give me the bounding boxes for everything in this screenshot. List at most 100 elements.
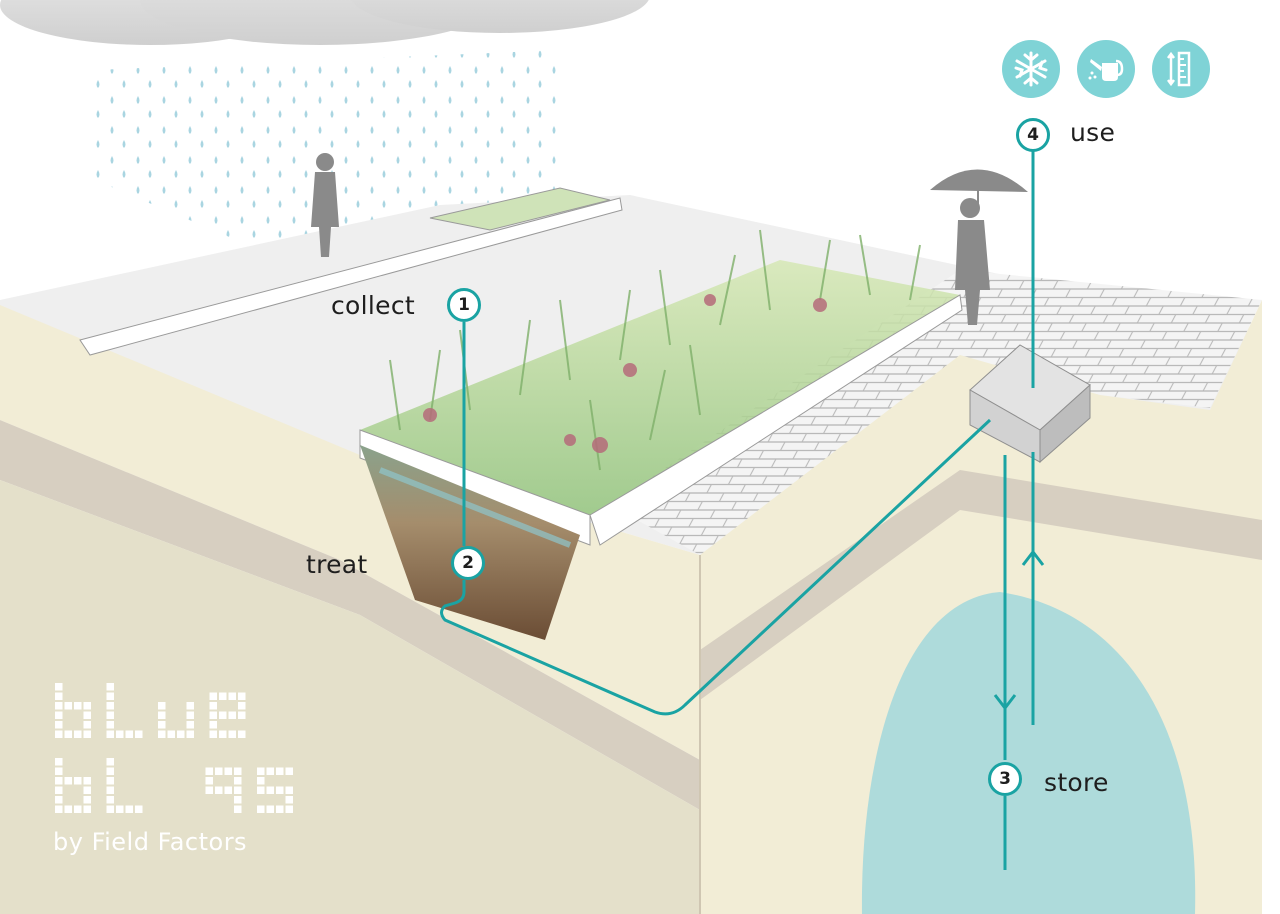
ruler-icon: [1152, 40, 1210, 98]
soil-right-band: [700, 470, 1262, 700]
logo-block: [55, 786, 63, 794]
logo-block: [55, 758, 63, 766]
logo-block: [74, 777, 82, 785]
logo-block: [158, 702, 166, 710]
logo-block: [209, 692, 217, 700]
logo-block: [106, 786, 114, 794]
logo-block: [116, 805, 124, 813]
logo-block: [285, 767, 293, 775]
logo-block: [186, 711, 194, 719]
logo-block: [177, 730, 185, 738]
logo-block: [83, 805, 91, 813]
logo-block: [55, 721, 63, 729]
label-collect: collect: [331, 291, 415, 320]
far-planter: [429, 187, 611, 231]
logo-block: [205, 777, 213, 785]
logo-block: [55, 692, 63, 700]
logo-block: [266, 786, 274, 794]
logo-block: [238, 730, 246, 738]
label-treat: treat: [306, 550, 368, 579]
logo-block: [276, 805, 284, 813]
logo-block: [106, 721, 114, 729]
logo-block: [135, 730, 143, 738]
logo-block: [219, 730, 227, 738]
rain-cloud: [0, 0, 649, 45]
logo-block: [55, 796, 63, 804]
logo-block: [186, 702, 194, 710]
soil-layer-band: [0, 420, 700, 810]
logo-block: [125, 805, 133, 813]
logo-block: [266, 805, 274, 813]
watering-can-icon: [1077, 40, 1135, 98]
logo-block: [158, 730, 166, 738]
logo-block: [55, 767, 63, 775]
logo-block: [209, 730, 217, 738]
logo-block: [106, 711, 114, 719]
logo-block: [205, 767, 213, 775]
logo-block: [257, 767, 265, 775]
logo-block: [64, 777, 72, 785]
logo-block: [55, 711, 63, 719]
rain-drops: [95, 50, 560, 250]
logo-block: [228, 711, 236, 719]
logo-block: [106, 796, 114, 804]
label-store: store: [1044, 768, 1109, 797]
logo-block: [83, 702, 91, 710]
logo-block: [64, 805, 72, 813]
logo-block: [106, 702, 114, 710]
logo-block: [209, 711, 217, 719]
logo-block: [135, 805, 143, 813]
soil-layer-deep: [0, 480, 700, 914]
logo-block: [234, 805, 242, 813]
logo-block: [238, 711, 246, 719]
logo-block: [257, 805, 265, 813]
logo-block: [64, 730, 72, 738]
logo-block: [55, 777, 63, 785]
flow-arrow-down: [993, 694, 1017, 711]
logo-block: [224, 767, 232, 775]
water-flow-lines: [440, 150, 1045, 870]
logo-block: [125, 730, 133, 738]
logo-block: [285, 786, 293, 794]
logo-block: [83, 730, 91, 738]
logo-block: [106, 767, 114, 775]
logo-block: [285, 796, 293, 804]
logo-block: [186, 730, 194, 738]
underground-water-storage: [861, 592, 1196, 914]
logo-block: [234, 796, 242, 804]
logo-block: [74, 730, 82, 738]
logo-block: [215, 786, 223, 794]
logo-block: [55, 730, 63, 738]
logo-block: [234, 786, 242, 794]
logo-block: [158, 721, 166, 729]
logo-block: [234, 777, 242, 785]
logo-block: [106, 730, 114, 738]
logo-block: [205, 786, 213, 794]
logo-block: [167, 730, 175, 738]
step-marker-treat: 2: [451, 546, 485, 580]
logo-block: [64, 702, 72, 710]
bioretention-planter: [359, 229, 963, 640]
logo-byline: by Field Factors: [53, 828, 248, 856]
logo-block: [228, 692, 236, 700]
logo-block: [74, 805, 82, 813]
logo-block: [209, 702, 217, 710]
pedestrian-with-umbrella: [930, 169, 1028, 325]
step-marker-store: 3: [988, 762, 1022, 796]
flow-arrow-up: [1021, 549, 1045, 566]
logo-block: [106, 692, 114, 700]
logo-block: [55, 683, 63, 691]
logo-block: [83, 721, 91, 729]
logo-block: [276, 786, 284, 794]
pedestrian-in-rain: [311, 153, 339, 257]
logo-block: [83, 786, 91, 794]
logo-block: [106, 777, 114, 785]
logo-block: [215, 767, 223, 775]
soil-layer-top: [0, 305, 700, 760]
logo-block: [219, 692, 227, 700]
logo-block: [209, 721, 217, 729]
logo-block: [266, 767, 274, 775]
logo-block: [83, 711, 91, 719]
logo-block: [106, 758, 114, 766]
